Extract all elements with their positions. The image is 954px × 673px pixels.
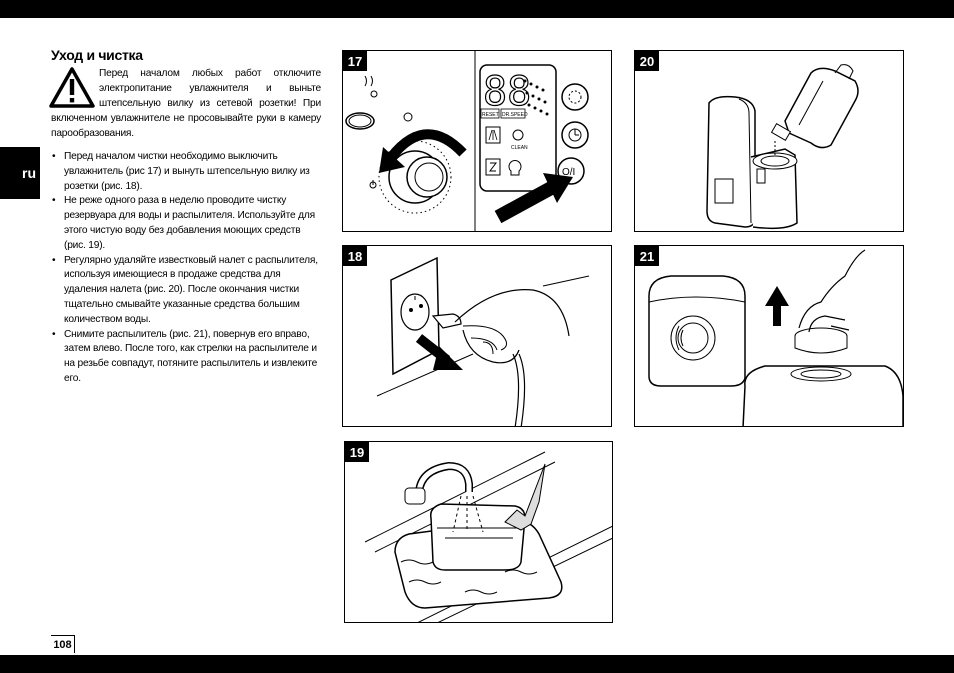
figure-21: 21 [634,245,904,427]
control-panel-illustration: 88 RESET DR.SPEED CLEAN O/I [345,51,589,231]
figure-19: 19 [344,441,613,623]
list-item: Регулярно удаляйте известковый налет с р… [51,254,321,328]
instruction-list: Перед началом чистки необходимо выключит… [51,150,321,387]
figure-number: 20 [635,51,659,71]
figure-20: 20 [634,50,904,232]
figure-number: 21 [635,246,659,266]
remove-atomizer-illustration [648,249,903,426]
figure-number: 17 [343,51,367,71]
figure-number: 18 [343,246,367,266]
list-item: Снимите распылитель (рис. 21), повернув … [51,328,321,387]
section-title: Уход и чистка [51,47,143,63]
bottom-bar [0,655,954,673]
page-number: 108 [51,635,75,653]
reset-label: RESET [482,112,499,118]
rinse-illustration [364,451,612,622]
list-item: Перед началом чистки необходимо выключит… [51,150,321,194]
language-tab: ru [0,147,40,199]
top-bar [0,0,954,18]
list-item: Не реже одного раза в неделю проводите ч… [51,194,321,253]
unplug-illustration [376,256,590,426]
figure-18: 18 [342,245,612,427]
speed-label: DR.SPEED [502,112,528,118]
svg-text:O/I: O/I [562,167,575,178]
clean-label: CLEAN [511,145,528,151]
display-digits: 88 [483,69,531,115]
figure-17: 17 88 RESET DR.SPEED CLEAN [342,50,612,232]
warning-paragraph: Перед началом любых работ отключите элек… [51,66,321,141]
figure-number: 19 [345,442,369,462]
warning-triangle-icon [49,67,95,108]
warning-text: Перед началом любых работ отключите элек… [51,68,321,139]
descaling-illustration [706,64,859,230]
